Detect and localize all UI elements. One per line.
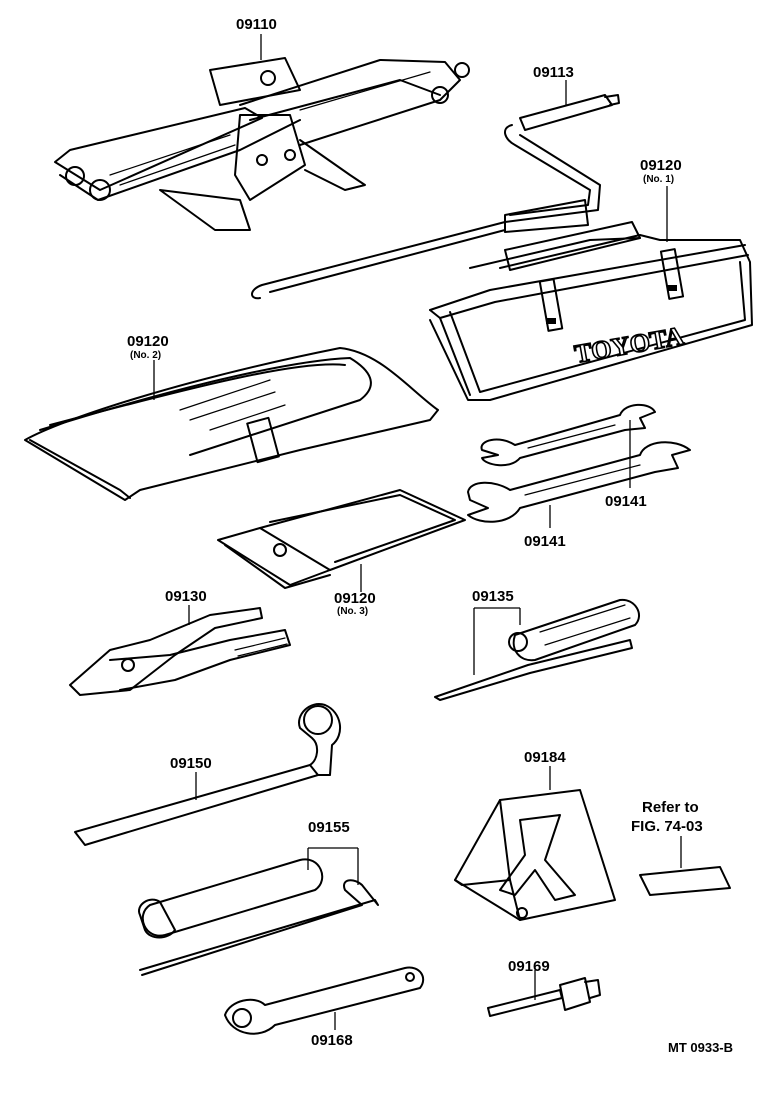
part-number-09120-no1-sub: (No. 1)	[643, 174, 674, 185]
reference-line-2: FIG. 74-03	[631, 818, 703, 835]
part-number-09110: 09110	[236, 16, 277, 33]
jack-handle	[251, 94, 620, 300]
part-number-09130: 09130	[165, 588, 207, 605]
wrench-upper	[480, 403, 656, 467]
part-number-09169: 09169	[508, 958, 550, 975]
tool-bag-no2	[24, 347, 439, 501]
wheel-chock	[454, 789, 616, 921]
part-number-09113: 09113	[533, 64, 574, 81]
pliers	[69, 607, 291, 696]
part-number-09120-no3-sub: (No. 3)	[337, 606, 368, 617]
part-number-09141-lower: 09141	[524, 533, 566, 550]
screwdriver	[434, 598, 640, 701]
bag-brand-text: TOYOTA	[572, 321, 686, 369]
tool-bag-no1	[429, 221, 753, 401]
part-number-09120-no2: 09120	[127, 333, 169, 350]
part-number-09141-upper: 09141	[605, 493, 647, 510]
tool-bag-no3	[217, 489, 466, 589]
part-number-09135: 09135	[472, 588, 514, 605]
tool-09169	[487, 977, 601, 1017]
scissor-jack	[54, 57, 470, 231]
wrench-lower	[467, 441, 691, 523]
part-number-09168: 09168	[311, 1032, 353, 1049]
part-number-09184: 09184	[524, 749, 566, 766]
plug-wrench	[138, 858, 379, 976]
part-number-09150: 09150	[170, 755, 212, 772]
part-number-09155: 09155	[308, 819, 350, 836]
wheel-nut-wrench	[74, 703, 341, 846]
part-number-09120-no2-sub: (No. 2)	[130, 350, 161, 361]
part-number-09120-no1: 09120	[640, 157, 682, 174]
diagram-code: MT 0933-B	[668, 1040, 733, 1055]
part-number-09120-no3: 09120	[334, 590, 376, 607]
reference-part-outline	[639, 866, 731, 896]
tool-09168	[224, 966, 425, 1035]
reference-line-1: Refer to	[642, 799, 699, 816]
